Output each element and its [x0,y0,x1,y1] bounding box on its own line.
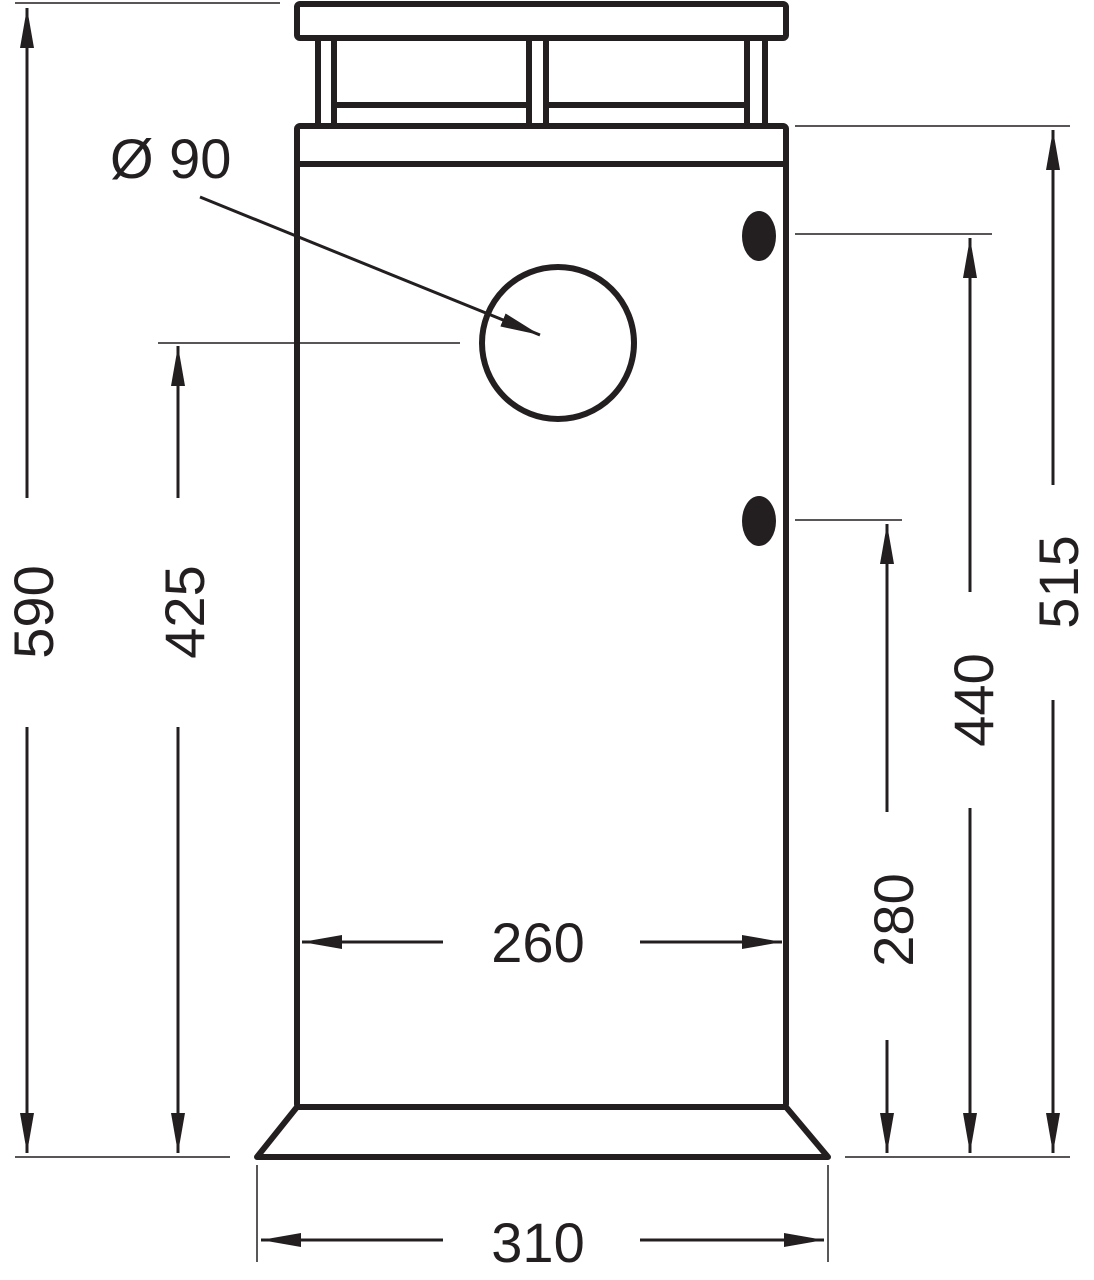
lower-mount-hole [742,496,776,546]
extension-lines [15,2,1070,1262]
dimension-body-width: 260 [491,911,584,974]
dimension-base-width: 310 [491,1211,584,1274]
top-cap [294,1,789,125]
cable-hole [479,264,637,422]
dimension-lines [19,8,1060,1247]
bollard-body [294,123,789,1110]
dimension-body-height: 515 [1027,535,1090,628]
dimension-hole-height: 425 [153,565,216,658]
upper-mount-hole [742,211,776,261]
dimension-total-height: 590 [2,565,65,658]
diameter-label: Ø 90 [110,127,231,190]
dimension-lower-mount-height: 280 [862,873,925,966]
base-flange [254,1104,831,1160]
dimension-upper-mount-height: 440 [942,653,1005,746]
